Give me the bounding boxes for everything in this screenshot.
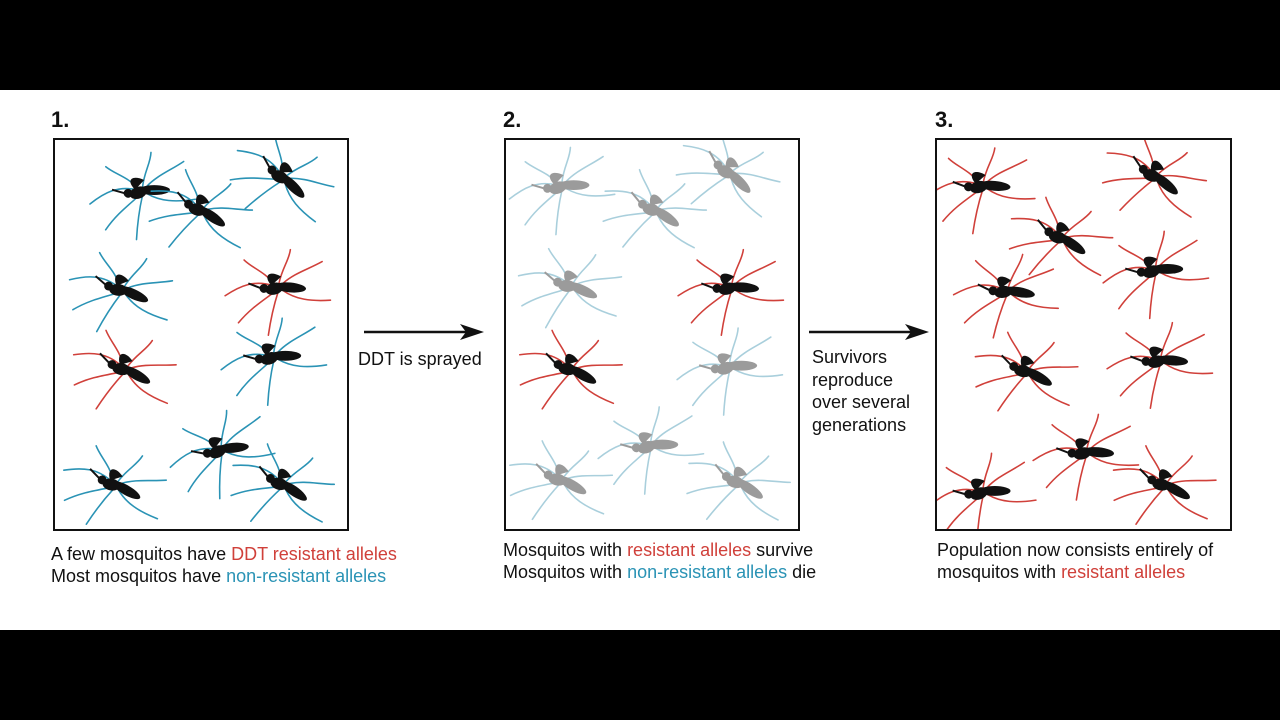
highlight-non-resistant: non-resistant alleles bbox=[226, 566, 387, 586]
dead-mosquito-icon bbox=[508, 146, 616, 236]
caption-step-3: Population now consists entirely of mosq… bbox=[937, 539, 1213, 583]
resistant-mosquito-icon bbox=[937, 452, 1037, 529]
resistant-mosquito-icon bbox=[1106, 321, 1214, 410]
diagram-stage: 1. 2. 3. DDT is sprayed Survivors reprod… bbox=[0, 90, 1280, 630]
caption-line: Mosquitos with resistant alleles survive bbox=[503, 540, 814, 560]
panel-step-1 bbox=[53, 138, 349, 531]
transition-label-2-line-1: Survivors bbox=[812, 347, 888, 367]
resistant-mosquito-icon bbox=[1008, 196, 1114, 277]
non-resistant-mosquito-icon bbox=[63, 445, 167, 526]
transition-label-1: DDT is sprayed bbox=[358, 348, 482, 371]
transition-label-2-line-3: over several bbox=[812, 392, 911, 412]
highlight-resistant: resistant alleles bbox=[627, 540, 752, 560]
mosquito-population-1 bbox=[63, 140, 336, 526]
step-number-2: 2. bbox=[503, 107, 522, 132]
non-resistant-mosquito-icon bbox=[220, 317, 328, 407]
caption-step-2: Mosquitos with resistant alleles survive… bbox=[503, 539, 816, 583]
caption-step-1: A few mosquitos have DDT resistant allel… bbox=[51, 543, 397, 587]
non-resistant-mosquito-icon bbox=[230, 443, 336, 523]
dead-mosquito-icon bbox=[597, 406, 705, 495]
highlight-resistant: resistant alleles bbox=[1061, 562, 1186, 582]
right-arrow-icon bbox=[809, 324, 929, 340]
resistant-mosquito-icon bbox=[1112, 445, 1217, 526]
transition-label-2-line-2: reproduce bbox=[812, 369, 894, 390]
non-resistant-mosquito-icon bbox=[169, 409, 276, 500]
resistant-mosquito-icon bbox=[1101, 140, 1208, 218]
dead-mosquito-icon bbox=[686, 441, 791, 521]
non-resistant-mosquito-icon bbox=[229, 140, 335, 223]
caption-line: mosquitos with resistant alleles bbox=[937, 562, 1186, 582]
resistant-mosquito-icon bbox=[72, 329, 177, 410]
panel-step-3 bbox=[935, 138, 1232, 531]
non-resistant-mosquito-icon bbox=[68, 251, 174, 333]
mosquito-population-2 bbox=[508, 140, 791, 521]
resistant-mosquito-icon bbox=[224, 248, 332, 337]
resistant-mosquito-icon bbox=[1102, 230, 1210, 320]
caption-line: Population now consists entirely of bbox=[937, 540, 1214, 560]
caption-line: Most mosquitos have non-resistant allele… bbox=[51, 566, 387, 586]
transition-label-1-line: DDT is sprayed bbox=[358, 349, 482, 369]
caption-line: A few mosquitos have DDT resistant allel… bbox=[51, 544, 397, 564]
non-resistant-mosquito-icon bbox=[148, 168, 254, 249]
resistant-mosquito-icon bbox=[974, 331, 1079, 412]
transition-label-2: Survivors reproduce over several generat… bbox=[812, 346, 910, 436]
highlight-resistant: DDT resistant alleles bbox=[231, 544, 397, 564]
dead-mosquito-icon bbox=[509, 440, 614, 521]
dead-mosquito-icon bbox=[676, 327, 784, 416]
resistant-mosquito-icon bbox=[952, 253, 1059, 339]
non-resistant-mosquito-icon bbox=[89, 151, 197, 241]
panel-step-2 bbox=[504, 138, 800, 531]
caption-line: Mosquitos with non-resistant alleles die bbox=[503, 562, 817, 582]
step-number-3: 3. bbox=[935, 107, 954, 132]
resistant-mosquito-icon bbox=[1032, 413, 1140, 501]
resistant-mosquito-icon bbox=[518, 329, 623, 410]
transition-label-2-line-4: generations bbox=[812, 414, 907, 435]
dead-mosquito-icon bbox=[602, 168, 708, 249]
right-arrow-icon bbox=[364, 324, 484, 340]
dead-mosquito-icon bbox=[517, 247, 623, 329]
mosquito-population-3 bbox=[937, 140, 1217, 529]
resistant-mosquito-icon bbox=[937, 147, 1036, 235]
step-number-1: 1. bbox=[51, 107, 70, 132]
resistant-mosquito-icon bbox=[677, 248, 785, 337]
highlight-non-resistant: non-resistant alleles bbox=[627, 562, 788, 582]
dead-mosquito-icon bbox=[675, 140, 781, 218]
